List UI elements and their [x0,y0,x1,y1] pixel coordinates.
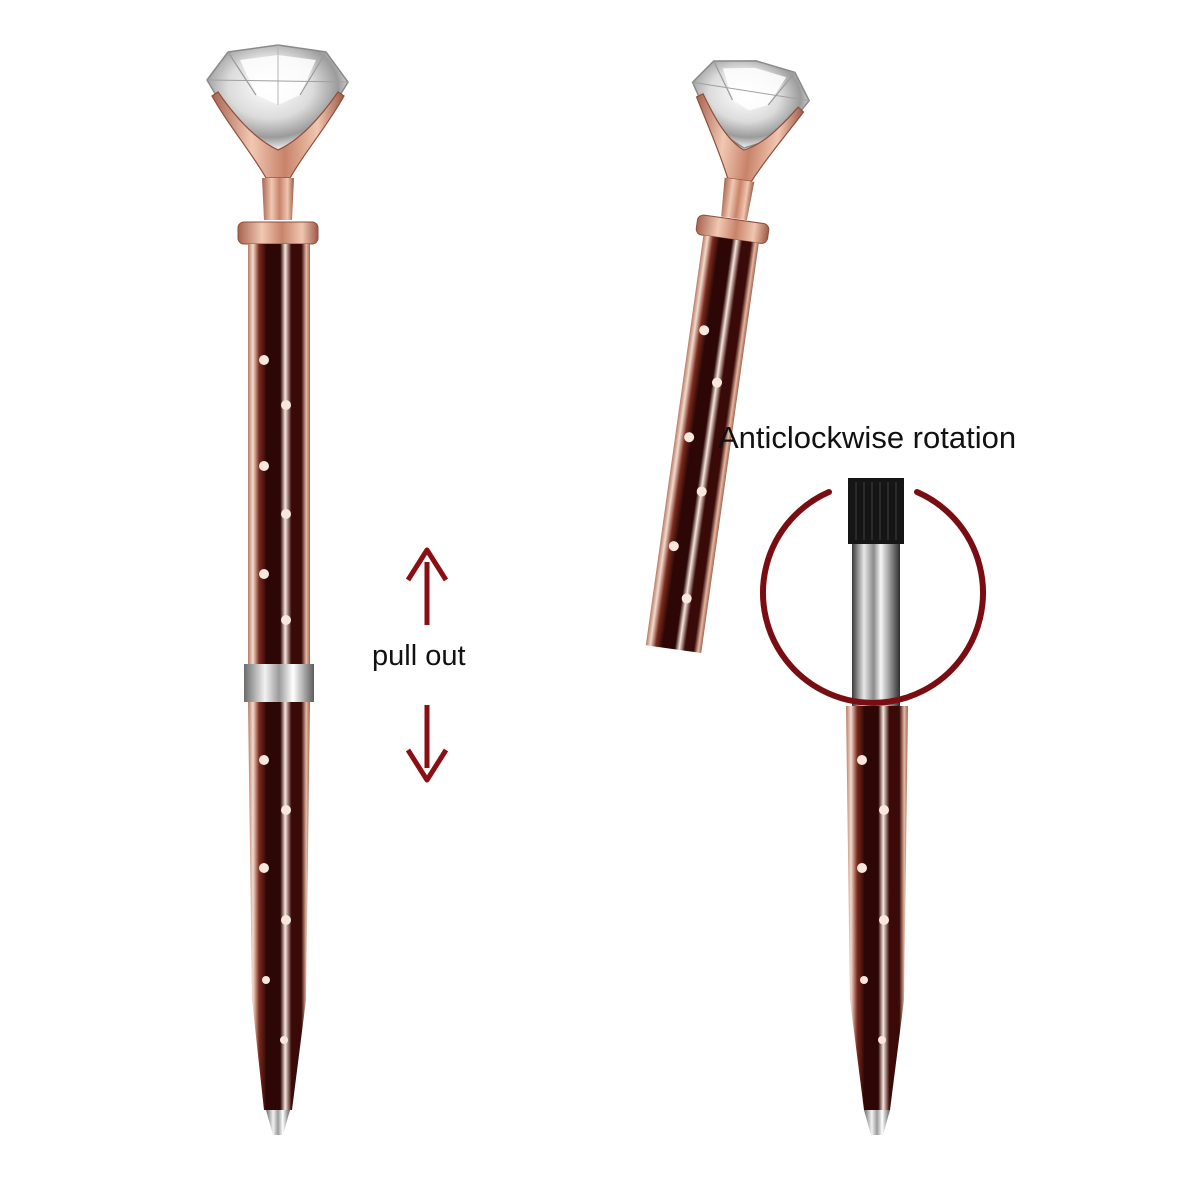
pen-cap-part [645,60,811,654]
pull-out-label: pull out [372,640,466,672]
refill-cap [848,478,904,544]
rotation-circle-icon [760,489,986,706]
pen-whole [206,44,349,1135]
diamond-gem [206,44,349,151]
rotation-label: Anticlockwise rotation [718,420,1017,455]
refill-tube [852,544,900,706]
pen-refill-part [760,478,986,1135]
arrow-up-icon [405,547,449,625]
arrow-down-icon [405,705,449,783]
